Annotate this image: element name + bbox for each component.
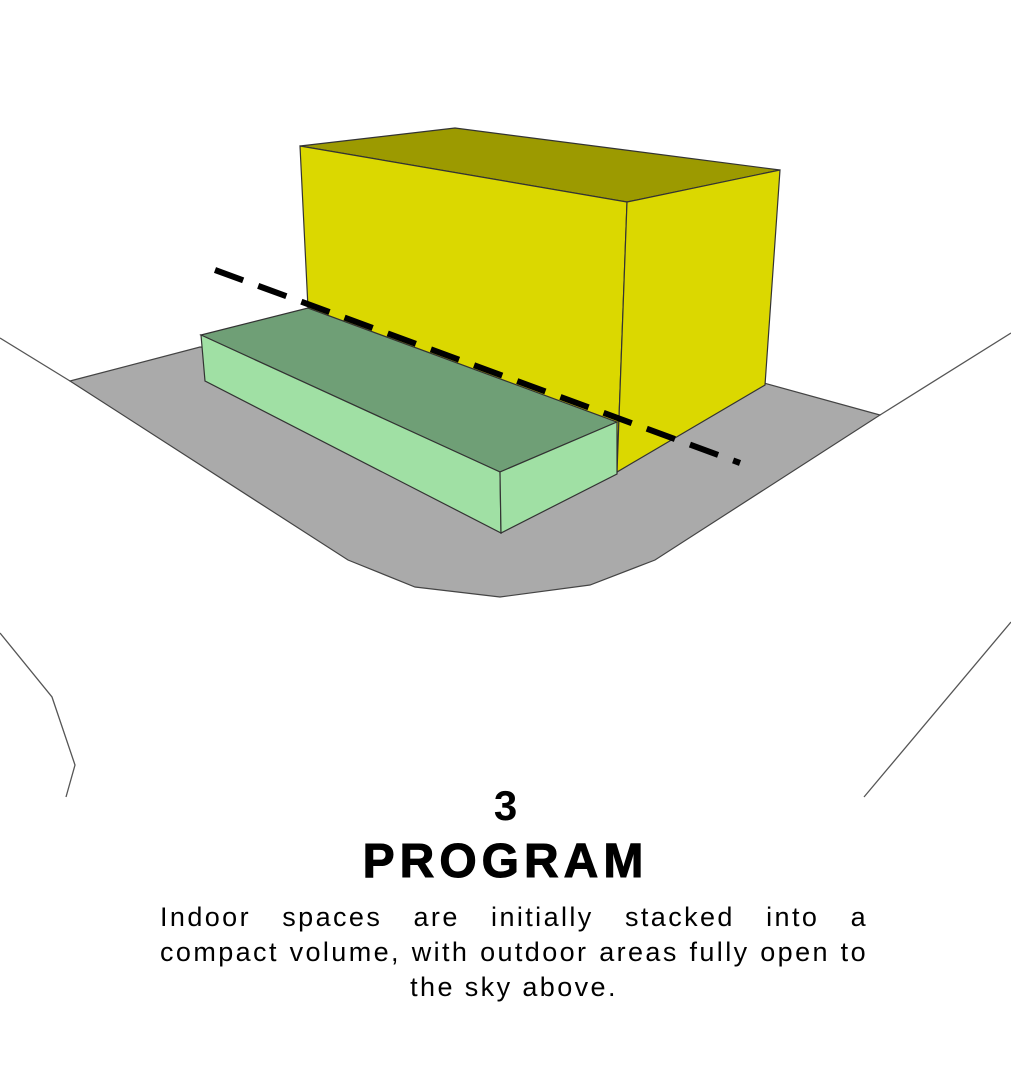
outdoor-block-side <box>499 421 618 534</box>
site-boundary-lines <box>0 332 1011 798</box>
step-number: 3 <box>493 782 518 829</box>
site-line-right <box>879 332 1011 416</box>
step-title: PROGRAM <box>362 835 649 889</box>
site-line-lower-right <box>863 621 1011 798</box>
site-line-left <box>0 337 71 382</box>
site-line-lower-left <box>0 632 76 798</box>
outdoor-block <box>199 307 619 534</box>
section-cut-line <box>213 267 742 466</box>
step-description: Indoor spaces are initially stacked into… <box>160 902 868 1002</box>
indoor-volume-side <box>616 169 781 474</box>
